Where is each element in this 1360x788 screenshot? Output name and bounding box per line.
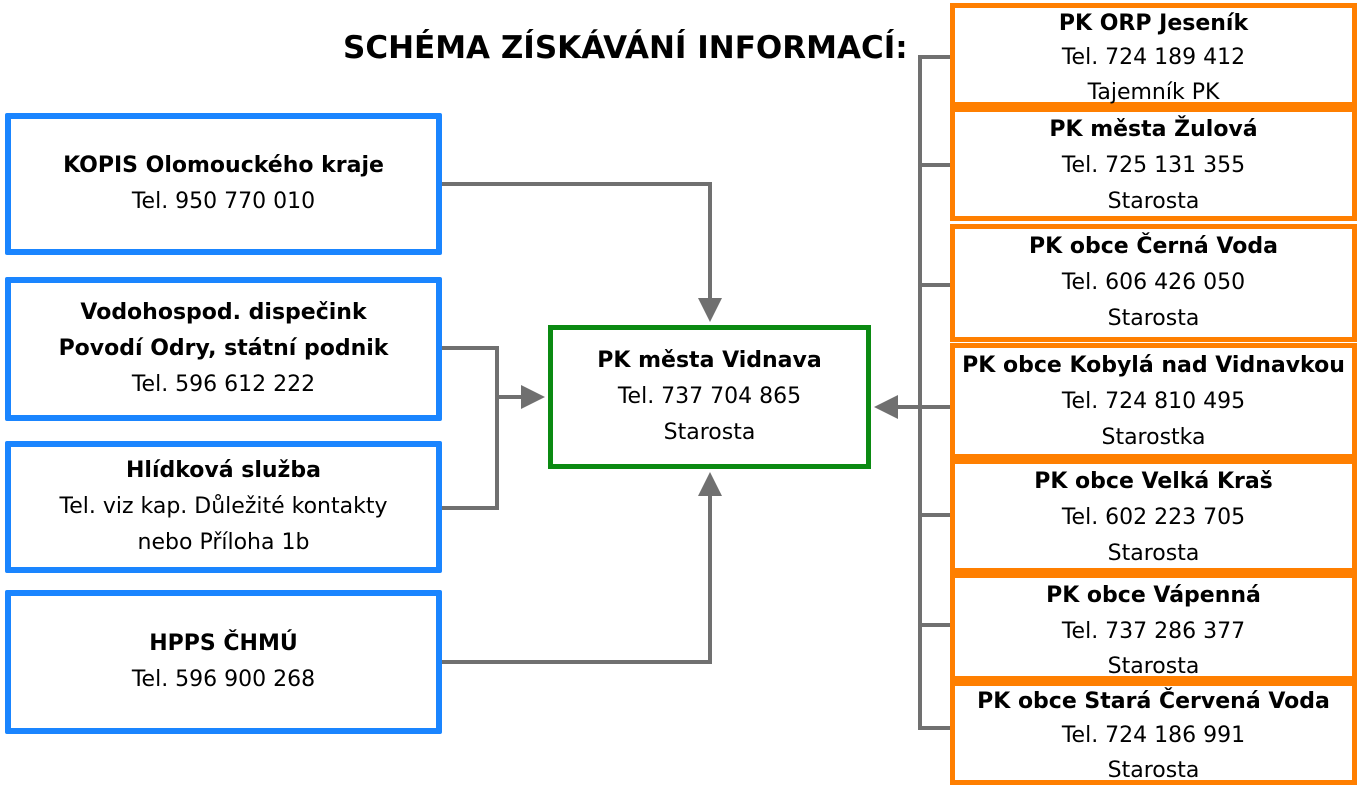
contact-role: Starosta xyxy=(1107,306,1200,331)
center-box: PK města Vidnava Tel. 737 704 865 Staros… xyxy=(548,325,871,469)
contact-tel: Tel. 725 131 355 xyxy=(1061,153,1246,178)
connector-hpps xyxy=(441,472,722,664)
contact-role: Starostka xyxy=(1101,425,1206,450)
contact-box: PK ORP Jeseník Tel. 724 189 412 Tajemník… xyxy=(950,3,1357,107)
source-tel: Tel. viz kap. Důležité kontakty xyxy=(59,494,388,519)
contact-name: PK obce Černá Voda xyxy=(1029,234,1278,259)
contact-role: Tajemník PK xyxy=(1087,80,1220,105)
contact-box: PK obce Stará Červená Voda Tel. 724 186 … xyxy=(950,681,1357,785)
contact-role: Starosta xyxy=(1107,758,1200,783)
source-tel: Tel. 950 770 010 xyxy=(131,189,316,214)
source-tel: Tel. 596 612 222 xyxy=(131,372,316,397)
diagram-title: SCHÉMA ZÍSKÁVÁNÍ INFORMACÍ: xyxy=(343,30,908,66)
contact-name: PK obce Stará Červená Voda xyxy=(977,689,1330,714)
source-name-2: Povodí Odry, státní podnik xyxy=(58,336,389,361)
source-vodohosp: Vodohospod. dispečink Povodí Odry, státn… xyxy=(5,277,442,421)
connector-kopis xyxy=(441,182,722,322)
contact-box: PK obce Kobylá nad Vidnavkou Tel. 724 81… xyxy=(950,343,1357,459)
center-name: PK města Vidnava xyxy=(597,348,822,373)
connector-vodohosp xyxy=(441,346,499,510)
source-name: KOPIS Olomouckého kraje xyxy=(63,153,384,178)
contact-name: PK obce Kobylá nad Vidnavkou xyxy=(962,353,1345,378)
contact-tel: Tel. 724 810 495 xyxy=(1061,389,1246,414)
source-name: Vodohospod. dispečink xyxy=(80,300,367,325)
contact-role: Starosta xyxy=(1107,541,1200,566)
center-role: Starosta xyxy=(663,420,756,445)
contact-name: PK ORP Jeseník xyxy=(1058,11,1249,36)
contact-box: PK obce Velká Kraš Tel. 602 223 705 Star… xyxy=(950,459,1357,573)
source-tel: Tel. 596 900 268 xyxy=(131,667,316,692)
contacts-bus xyxy=(918,55,950,730)
contact-tel: Tel. 602 223 705 xyxy=(1061,505,1246,530)
source-name: Hlídková služba xyxy=(126,458,321,483)
center-tel: Tel. 737 704 865 xyxy=(617,384,802,409)
source-tel-2: nebo Příloha 1b xyxy=(137,530,310,555)
source-name: HPPS ČHMÚ xyxy=(149,631,298,656)
contact-name: PK obce Velká Kraš xyxy=(1034,469,1273,494)
contact-tel: Tel. 737 286 377 xyxy=(1061,619,1246,644)
source-hpps: HPPS ČHMÚ Tel. 596 900 268 xyxy=(5,590,442,734)
contact-box: PK obce Černá Voda Tel. 606 426 050 Star… xyxy=(950,224,1357,342)
contact-name: PK obce Vápenná xyxy=(1046,583,1261,608)
contact-tel: Tel. 606 426 050 xyxy=(1061,270,1246,295)
contact-box: PK obce Vápenná Tel. 737 286 377 Starost… xyxy=(950,573,1357,681)
contact-tel: Tel. 724 189 412 xyxy=(1061,45,1246,70)
contact-role: Starosta xyxy=(1107,189,1200,214)
source-hlidkova: Hlídková služba Tel. viz kap. Důležité k… xyxy=(5,441,442,573)
contact-box: PK města Žulová Tel. 725 131 355 Starost… xyxy=(950,107,1357,221)
contact-tel: Tel. 724 186 991 xyxy=(1061,723,1246,748)
contact-role: Starosta xyxy=(1107,654,1200,679)
source-kopis: KOPIS Olomouckého kraje Tel. 950 770 010 xyxy=(5,113,442,255)
contact-name: PK města Žulová xyxy=(1049,117,1258,142)
